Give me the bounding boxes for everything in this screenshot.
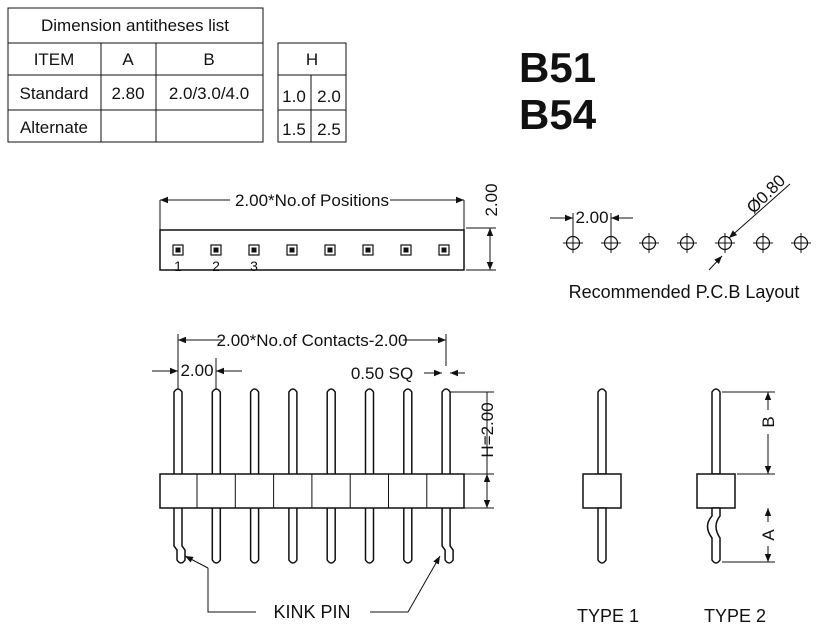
pin-square-center [403,247,409,253]
part-number: B54 [519,91,597,138]
top-height-label: 2.00 [482,183,501,216]
pin-square [286,244,298,256]
position-label: 3 [250,258,258,274]
top-view: 2.00*No.of Positions 2.00 1 2 3 [159,183,501,274]
dimension-table-title: Dimension antitheses list [41,16,229,35]
type1-side-view [582,388,622,564]
part-number: B51 [519,44,596,91]
h-table-cell: 1.5 [282,120,306,139]
pin-size-label: 0.50 SQ [351,364,413,383]
pcb-hole [601,233,621,253]
dimension-table [7,7,264,143]
table-cell-standard-a: 2.80 [111,84,144,103]
pin-square [210,244,222,256]
pin-square [172,244,184,256]
position-label: 2 [212,258,220,274]
h-table-cell: 2.0 [317,87,341,106]
h-table-header: H [306,50,318,69]
pin-square [438,244,450,256]
pin-square-center [213,247,219,253]
kink-pin-label: KINK PIN [273,602,350,622]
front-width-label: 2.00*No.of Contacts-2.00 [217,331,408,350]
h-dimension-label: H=2.00 [478,402,497,457]
h-table-cell: 2.5 [317,120,341,139]
pin-square-center [327,247,333,253]
front-pitch-label: 2.00 [180,361,213,380]
connector-body-outline [159,229,465,271]
pcb-hole [639,233,659,253]
position-label: 1 [174,258,182,274]
pcb-layout: 2.00 Ø0.80 Recommended P.C.B Layout [550,171,811,302]
hole-leader-line [728,183,791,239]
pcb-hole [563,233,583,253]
pin-square [362,244,374,256]
table-header-a: A [122,50,134,69]
pin-square [400,244,412,256]
type2-side-view [696,388,736,564]
pin-square-center [289,247,295,253]
pcb-hole [715,233,735,253]
type2-dim-a-label: A [759,529,778,541]
h-table [277,42,347,143]
front-view: 2.00*No.of Contacts-2.00 2.00 0.50 SQ H=… [152,331,497,622]
table-cell-alternate: Alternate [20,118,88,137]
table-cell-standard-b: 2.0/3.0/4.0 [169,84,249,103]
pcb-caption: Recommended P.C.B Layout [569,282,800,302]
type2-dim-b-label: B [759,416,778,427]
pcb-hole [753,233,773,253]
pcb-hole-label: Ø0.80 [743,171,789,217]
type2-label: TYPE 2 [704,606,766,626]
pin-square-center [441,247,447,253]
type1-label: TYPE 1 [577,606,639,626]
h-table-cell: 1.0 [282,87,306,106]
pin-square [324,244,336,256]
table-cell-standard: Standard [20,84,89,103]
table-header-item: ITEM [34,50,75,69]
table-header-b: B [203,50,214,69]
pin-square [248,244,260,256]
pcb-pitch-label: 2.00 [575,208,608,227]
top-width-label: 2.00*No.of Positions [235,191,389,210]
pcb-hole [791,233,811,253]
pcb-hole [677,233,697,253]
pin-square-center [251,247,257,253]
pin-square-center [175,247,181,253]
pin-square-center [365,247,371,253]
